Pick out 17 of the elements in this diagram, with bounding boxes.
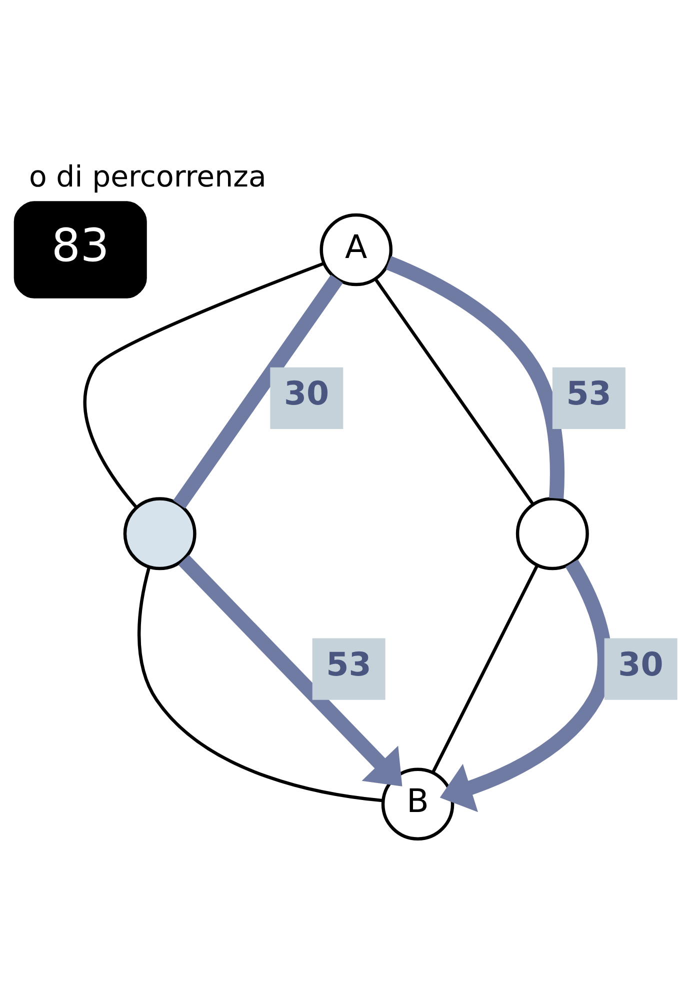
arrow bbox=[178, 554, 402, 786]
connector bbox=[431, 564, 539, 774]
node-circle: A bbox=[320, 212, 393, 286]
connector bbox=[137, 566, 384, 802]
edge-label: 53 bbox=[326, 645, 372, 684]
node-circle bbox=[123, 496, 196, 570]
connector bbox=[83, 261, 325, 508]
node-circle: B bbox=[381, 767, 454, 840]
node-circle bbox=[516, 496, 589, 570]
connector bbox=[386, 255, 564, 498]
node-box: 83 bbox=[14, 200, 147, 298]
diagram-title: o di percorrenza bbox=[29, 158, 266, 193]
arrow bbox=[440, 559, 612, 812]
edge-label: 30 bbox=[618, 645, 664, 684]
edge-label: 53 bbox=[566, 374, 612, 412]
connector bbox=[374, 277, 534, 505]
edge-label: 30 bbox=[284, 374, 330, 412]
